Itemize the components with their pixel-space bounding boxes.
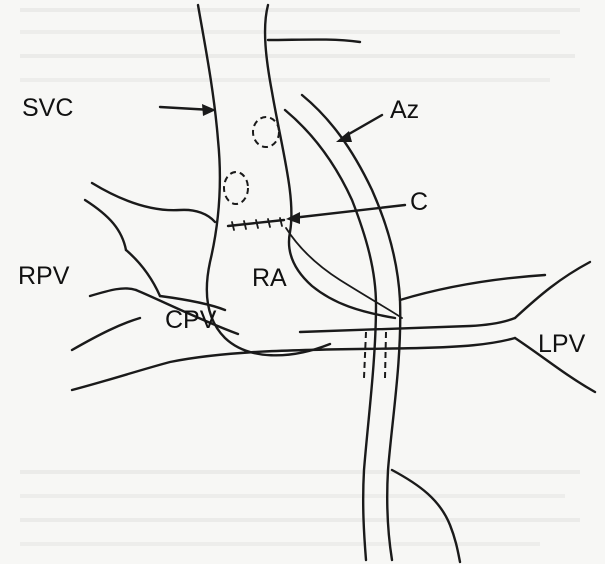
label-lpv: LPV <box>538 330 586 358</box>
orifice-lower <box>223 171 249 205</box>
rpv-middle-wall <box>124 248 162 298</box>
dashed-crossing-left <box>363 331 367 379</box>
rpv-lower-branch <box>70 316 142 352</box>
azygos-outer-wall <box>300 93 402 562</box>
orifice-upper <box>252 116 280 148</box>
cpv-upper-wall <box>158 294 227 312</box>
connection-hatch-4 <box>267 218 271 228</box>
connection-hatch-3 <box>255 219 259 229</box>
cpv-bottom-wall <box>70 336 517 392</box>
label-ra: RA <box>252 264 287 292</box>
c-arrow <box>286 203 407 224</box>
label-az: Az <box>390 96 419 124</box>
lpv-top-vessel <box>398 273 547 302</box>
label-svc: SVC <box>22 94 73 122</box>
label-rpv: RPV <box>18 262 70 290</box>
rpv-middle-branch <box>88 287 138 298</box>
az-arrow <box>336 113 384 142</box>
svc-top-arm <box>266 38 362 44</box>
lower-branch-right <box>390 468 462 564</box>
azygos-inner-wall <box>283 108 378 562</box>
dashed-crossing-right <box>384 331 387 379</box>
bleed-through-texture <box>20 8 580 546</box>
label-cpv: CPV <box>165 306 217 334</box>
connection-hatch-2 <box>243 220 247 230</box>
rpv-upper-branch <box>90 181 217 224</box>
svc-right-wall <box>263 3 397 320</box>
band-right-curve <box>285 227 403 319</box>
svc-arrow <box>158 104 216 116</box>
connection-hatch-1 <box>231 221 235 231</box>
cpv-mid-wall <box>298 316 517 334</box>
rpv-upper-lower-wall <box>83 198 128 252</box>
lpv-lower-branch <box>513 336 597 394</box>
rpv-trunk <box>134 288 240 336</box>
connection-hatch-5 <box>279 217 283 227</box>
lpv-upper-branch <box>513 260 592 320</box>
label-c: C <box>410 188 428 216</box>
